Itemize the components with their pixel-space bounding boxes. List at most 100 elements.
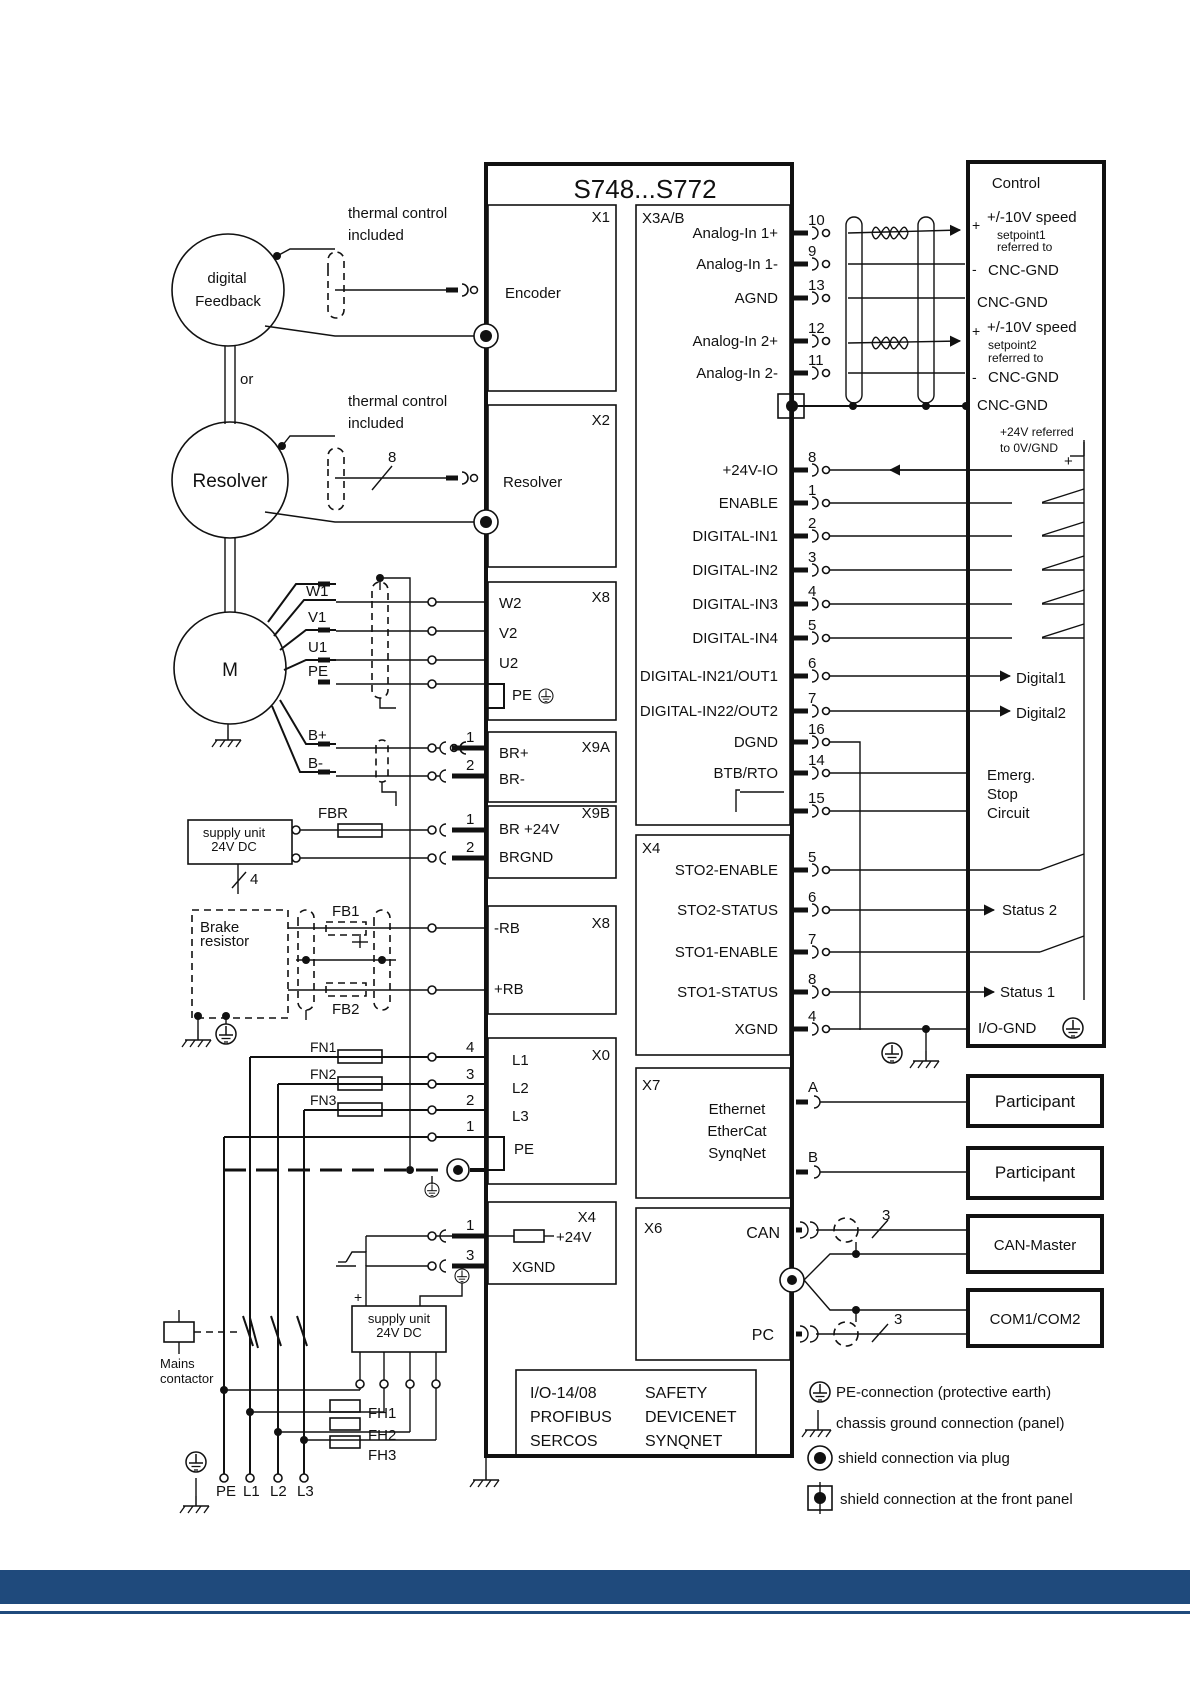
status2-label: Status 2: [1002, 902, 1057, 919]
x9a-pin1: 1: [466, 729, 474, 746]
option-devicenet: DEVICENET: [645, 1409, 737, 1426]
ethercat-label: EtherCat: [707, 1123, 767, 1140]
supply2-line2: 24V DC: [376, 1325, 422, 1340]
u2-label: U2: [499, 655, 518, 672]
x3-pin: 1: [808, 482, 816, 499]
x3-pin: 13: [808, 277, 825, 294]
x4-socket: [811, 1022, 819, 1036]
x3-label: AGND: [735, 290, 779, 307]
legend-chassis: chassis ground connection (panel): [836, 1415, 1064, 1432]
brm-label: BR-: [499, 771, 525, 788]
cable8-label: 8: [388, 449, 396, 466]
participant-box-1: [966, 1074, 1104, 1128]
l2-label: L2: [512, 1080, 529, 1097]
x0-pin1: 1: [466, 1118, 474, 1135]
pc-label: PC: [752, 1327, 774, 1344]
x4-socket: [811, 863, 819, 877]
x3-terminal: [821, 633, 831, 643]
x3-terminal: [821, 671, 831, 681]
feedback-section: digital Feedback or Resolver thermal con…: [171, 205, 499, 612]
switch-gap: [1012, 500, 1042, 506]
cnc-gnd-4: CNC-GND: [977, 397, 1048, 414]
x4-socket: [811, 945, 819, 959]
x2-label: X2: [592, 412, 610, 429]
x3-label: Analog-In 2+: [693, 333, 779, 350]
x3-pin: 14: [808, 752, 825, 769]
option-safety: SAFETY: [645, 1385, 708, 1402]
fbr-label: FBR: [318, 805, 348, 822]
x3-label: Analog-In 1+: [693, 225, 779, 242]
switch-gap: [1012, 601, 1042, 607]
x8b-label: X8: [592, 915, 610, 932]
x4-terminal: [821, 947, 831, 957]
x4-terminal: [821, 1024, 831, 1034]
x4-socket: [811, 985, 819, 999]
io-gnd-label: I/O-GND: [978, 1020, 1036, 1037]
input-switch: [1039, 521, 1085, 537]
x3-label: DGND: [734, 734, 778, 751]
x3-socket: [811, 631, 819, 645]
supply2-plus: +: [354, 1289, 362, 1305]
x8a-label: X8: [592, 589, 610, 606]
legend-shield-front: shield connection at the front panel: [840, 1491, 1073, 1508]
cnc-gnd-2: CNC-GND: [977, 294, 1048, 311]
xgnd-left-label: XGND: [512, 1259, 556, 1276]
fuse-fb2: [325, 982, 367, 997]
b-label: B: [808, 1149, 818, 1166]
x3-pin: 6: [808, 655, 816, 672]
digital-wiring: [1070, 440, 1085, 1000]
ref24-line2: to 0V/GND: [1000, 441, 1058, 455]
x3-socket: [811, 463, 819, 477]
brake-resistor-section: Brake resistor FB1 FB2: [181, 903, 488, 1048]
x4b-label: X4: [578, 1209, 596, 1226]
legend: PE-connection (protective earth) chassis…: [801, 1381, 1073, 1514]
ref24-line1: +24V referred: [1000, 425, 1074, 439]
mains-l1: L1: [243, 1483, 260, 1500]
control-box: Control + +/-10V speed setpoint1 referre…: [966, 160, 1106, 1048]
drive-title: S748...S772: [573, 174, 716, 204]
emerg-line1: Emerg.: [987, 767, 1035, 784]
x3-terminal: [821, 259, 831, 269]
input-switch: [1039, 623, 1085, 639]
fuse-fn2: [337, 1076, 383, 1091]
x3-label: DIGITAL-IN2: [692, 562, 778, 579]
x3-socket: [811, 735, 819, 749]
x3-pin: 11: [808, 352, 824, 369]
thermal2-line2: included: [348, 415, 404, 432]
x3-label: DIGITAL-IN4: [692, 630, 778, 647]
mains-pe: PE: [216, 1483, 236, 1500]
x3-label: DIGITAL-IN1: [692, 528, 778, 545]
x3-socket: [811, 529, 819, 543]
x3-socket: [811, 804, 819, 818]
digital2-label: Digital2: [1016, 705, 1066, 722]
four-label: 4: [250, 871, 258, 888]
x9b-pin1: 1: [466, 811, 474, 828]
x4b-pin1: 1: [466, 1217, 474, 1234]
mains-contactor-coil: [163, 1321, 195, 1343]
x3-socket: [811, 766, 819, 780]
resolver-circle: [171, 421, 289, 539]
legend-pe: PE-connection (protective earth): [836, 1384, 1051, 1401]
sp2-line2: setpoint2: [988, 338, 1037, 352]
v1-label: V1: [308, 609, 326, 626]
analog-wiring: [777, 216, 970, 420]
x4-pin: 8: [808, 971, 816, 988]
option-synqnet: SYNQNET: [645, 1433, 723, 1450]
or-label: or: [240, 371, 253, 388]
dgnd-wire: [830, 741, 861, 1030]
x4-switch: [1039, 935, 1085, 953]
emerg-line3: Circuit: [987, 805, 1030, 822]
x4-switch: [1039, 853, 1085, 871]
brake-resistor-box: [191, 909, 289, 1019]
fh3-label: FH3: [368, 1447, 396, 1464]
x0-pin2: 2: [466, 1092, 474, 1109]
fuse-fn3: [337, 1102, 383, 1117]
digital1-label: Digital1: [1016, 670, 1066, 687]
participant-2: Participant: [995, 1163, 1076, 1182]
can-label: CAN: [746, 1225, 780, 1242]
switch-gap: [1012, 635, 1042, 641]
x3-terminal: [821, 565, 831, 575]
switch-gap: [1012, 567, 1042, 573]
supply-unit-1: [187, 819, 293, 865]
